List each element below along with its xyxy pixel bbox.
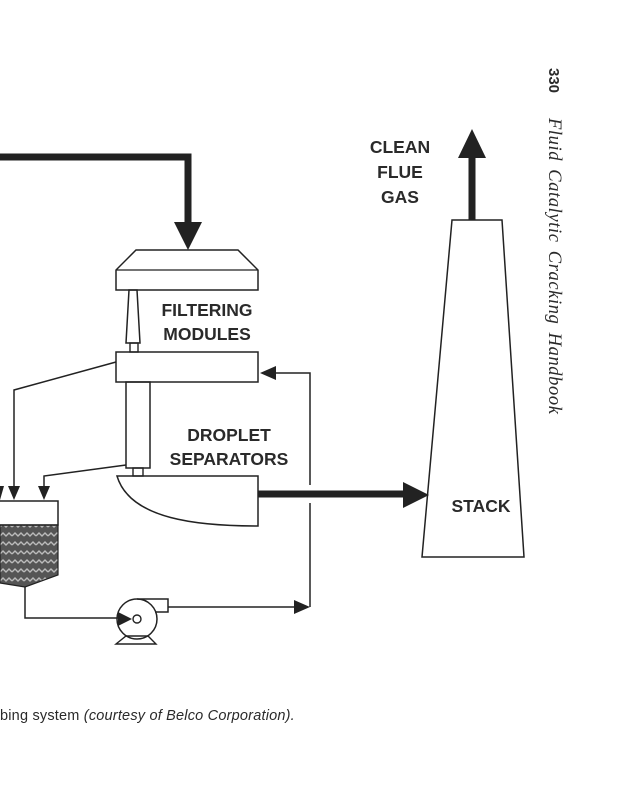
droplet-separator-column xyxy=(125,381,151,477)
label-gas: GAS xyxy=(381,187,419,207)
tank-outlet-line xyxy=(24,587,120,619)
separator-vessel xyxy=(115,475,259,527)
label-clean: CLEAN xyxy=(370,137,430,157)
filtering-module-tube xyxy=(125,289,141,353)
label-droplet: DROPLET xyxy=(187,425,271,445)
drain-lines xyxy=(0,361,127,500)
label-filtering: FILTERING xyxy=(161,300,252,320)
filtering-module-hood xyxy=(115,249,259,291)
settling-tank xyxy=(0,500,59,588)
label-stack: STACK xyxy=(452,496,511,516)
page-number: 330 xyxy=(545,68,562,94)
figure-caption: bing system (courtesy of Belco Corporati… xyxy=(0,708,295,724)
caption-text: bing system xyxy=(0,708,84,724)
upper-header xyxy=(115,351,259,383)
book-title: Fluid Catalytic Cracking Handbook xyxy=(544,118,564,415)
label-separators: SEPARATORS xyxy=(170,449,289,469)
stack xyxy=(421,219,525,558)
running-head: 330 Fluid Catalytic Cracking Handbook xyxy=(543,68,564,415)
label-modules: MODULES xyxy=(163,324,251,344)
stack-inlet-line xyxy=(258,482,429,508)
recirculation-line xyxy=(168,366,311,614)
recirculation-pump xyxy=(114,598,169,645)
inlet-flue-gas-line xyxy=(0,153,202,250)
inlet-arrow-head xyxy=(174,222,202,250)
clean-flue-gas-outlet xyxy=(458,129,486,220)
label-flue: FLUE xyxy=(377,162,423,182)
caption-courtesy: (courtesy of Belco Corporation). xyxy=(83,708,295,724)
